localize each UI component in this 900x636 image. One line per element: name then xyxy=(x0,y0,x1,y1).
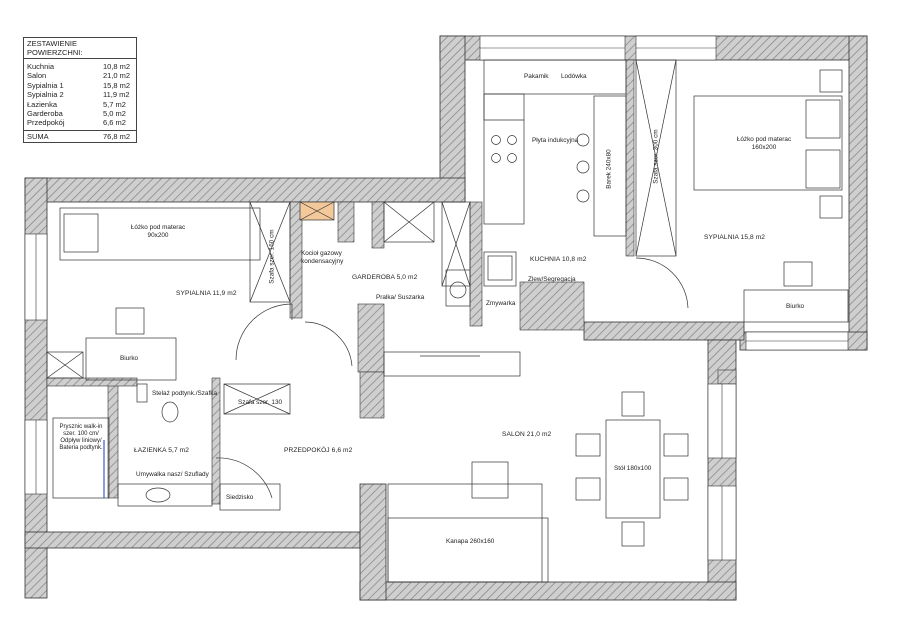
bench-label: Siedzisko xyxy=(226,494,254,501)
summary-rows: Kuchnia 10,8 m2 Salon 21,0 m2 Sypialnia 1 1… xyxy=(24,59,136,130)
room-label-bedroom1: SYPIALNIA 15,8 m2 xyxy=(704,234,766,241)
row-area: 11,9 m2 xyxy=(103,90,130,100)
summary-row: Salon 21,0 m2 xyxy=(27,71,133,80)
interior-walls xyxy=(46,59,737,505)
total-label: SUMA xyxy=(27,131,49,141)
summary-title: ZESTAWIENIE POWIERZCHNI: xyxy=(24,38,136,59)
shower xyxy=(52,417,110,499)
summary-total: SUMA 76,8 m2 xyxy=(24,129,136,142)
bed-large-line1: Łóżko pod materac xyxy=(736,136,792,143)
row-area: 5,7 m2 xyxy=(103,99,126,109)
desk-right xyxy=(743,289,849,323)
sink xyxy=(483,251,517,287)
area-summary-table: ZESTAWIENIE POWIERZCHNI: Kuchnia 10,8 m2 … xyxy=(23,37,137,143)
sofa xyxy=(387,483,543,583)
bed-small-line2: 90x200 xyxy=(147,231,169,239)
summary-row: Kuchnia 10,8 m2 xyxy=(27,62,133,71)
row-name: Przedpokój xyxy=(27,118,65,128)
summary-row: Sypialnia 1 15,8 m2 xyxy=(27,81,133,90)
washbasin-label: Umywalka nasz/ Szuflady xyxy=(136,471,209,478)
total-area: 76,8 m2 xyxy=(103,131,131,141)
hob-label: Płyta indukcyjna xyxy=(532,137,579,144)
row-area: 10,8 m2 xyxy=(103,62,131,71)
room-label-bedroom2: SYPIALNIA 11,9 m2 xyxy=(176,290,237,297)
wardrobe-left xyxy=(249,201,291,303)
exterior-walls xyxy=(24,35,868,601)
hall-wardrobe-label: Szafa szer. 130 xyxy=(238,399,283,406)
shower-line1: Prysznic walk-in xyxy=(59,424,103,430)
desk-left-label: Biurko xyxy=(120,355,139,362)
wardrobe-left-label: Szafa szer. 160 cm xyxy=(268,229,276,284)
sink-label: Zlew/Segregacja xyxy=(528,276,576,283)
room-label-hall: PRZEDPOKÓJ 6,6 m2 xyxy=(284,447,353,454)
room-label-kitchen: KUCHNIA 10,8 m2 xyxy=(530,256,587,263)
furniture xyxy=(46,59,849,583)
row-area: 6,6 m2 xyxy=(103,118,126,128)
summary-row: Przedpokój 6,6 m2 xyxy=(27,118,133,127)
wardrobe-right-label: Szafa szer. 300 cm xyxy=(652,129,660,184)
room-label-living: SALON 21,0 m2 xyxy=(502,431,552,438)
toilet-label: Stelaż podtynk./Szafka xyxy=(152,390,218,397)
row-area: 5,0 m2 xyxy=(103,109,126,119)
bar-label: Barek 240x80 xyxy=(605,149,613,189)
bar xyxy=(593,95,627,237)
bed-small xyxy=(59,207,261,261)
bed-small-line1: Łóżko pod materac xyxy=(130,224,186,231)
summary-row: Garderoba 5,0 m2 xyxy=(27,109,133,118)
summary-row: Łazienka 5,7 m2 xyxy=(27,100,133,109)
washer-label: Pralka/ Suszarka xyxy=(376,294,425,301)
bed-large-line2: 160x200 xyxy=(751,143,777,151)
pantry-label: Pakamik xyxy=(524,73,549,80)
table-label: Stół 180x100 xyxy=(614,465,652,472)
fridge-label: Lodówka xyxy=(561,73,587,80)
summary-row: Sypialnia 2 11,9 m2 xyxy=(27,90,133,99)
dining-table xyxy=(605,419,661,519)
desk-left xyxy=(85,337,177,381)
room-label-wardrobe: GARDEROBA 5,0 m2 xyxy=(352,274,418,281)
row-name: Kuchnia xyxy=(27,62,55,71)
row-name: Łazienka xyxy=(27,99,58,109)
row-name: Sypialnia 2 xyxy=(27,90,64,100)
bed-large xyxy=(693,95,843,191)
row-area: 15,8 m2 xyxy=(103,80,131,90)
shower-line3: Odpływ liniowy/ xyxy=(60,438,102,444)
sofa-label: Kanapa 260x160 xyxy=(446,538,495,545)
row-name: Salon xyxy=(27,71,47,81)
shower-line2: szer. 100 cm/ xyxy=(63,431,99,437)
room-label-bathroom: ŁAZIENKA 5,7 m2 xyxy=(134,447,190,454)
row-name: Sypialnia 1 xyxy=(27,80,64,90)
boiler-line1: Kocioł gazowy xyxy=(301,250,342,257)
bench xyxy=(219,483,281,511)
row-area: 21,0 m2 xyxy=(103,71,131,81)
desk-right-label: Biurko xyxy=(786,303,805,310)
row-name: Garderoba xyxy=(27,109,63,119)
dishwasher-label: Zmywarka xyxy=(486,300,516,307)
boiler-line2: kondensacyjny xyxy=(301,257,344,265)
shower-line4: Bateria podtynk. xyxy=(59,445,103,451)
washer xyxy=(445,269,471,307)
windows xyxy=(24,35,849,561)
